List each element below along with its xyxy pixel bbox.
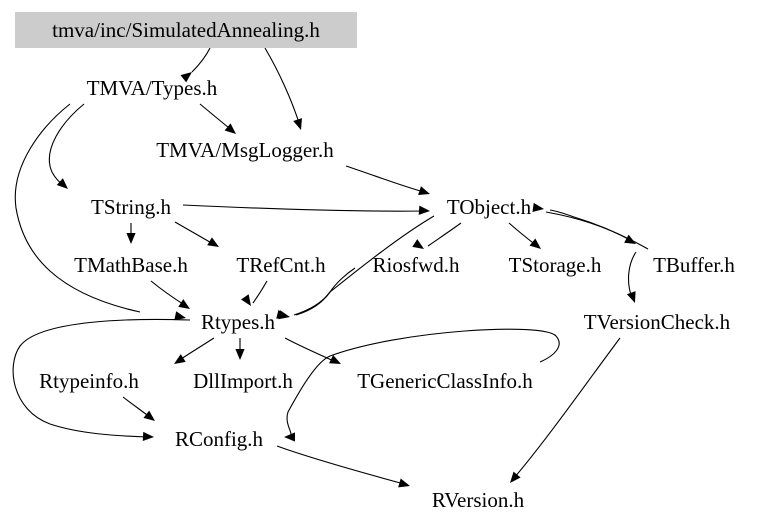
graph-edge-rtypes-to-rtypeinfo [174,337,215,364]
edge-arrowhead-icon [293,118,302,130]
edge-line [545,211,631,241]
edge-line [191,47,211,73]
edge-line [199,103,235,133]
edge-arrowhead-icon [418,205,430,215]
graph-edge-msglogger-to-tobject [345,165,430,195]
edge-line [264,47,301,127]
graph-node-tgenericclassinfo[interactable]: TGenericClassInfo.h [357,368,533,393]
edge-line [284,337,337,363]
graph-node-tstorage[interactable]: TStorage.h [508,252,602,277]
graph-edge-tbuffer-to-tobject [532,202,649,250]
graph-node-trefcnt[interactable]: TRefCnt.h [236,252,326,277]
graph-node-tmathbase[interactable]: TMathBase.h [74,252,188,277]
graph-edge-tversioncheck-to-rversion [510,337,621,483]
graph-edge-rtypes-to-tgenericclassinfo [284,337,341,364]
graph-edge-rtypes-to-dllimport [235,338,245,360]
edge-arrowhead-icon [142,431,154,442]
edge-line [345,165,425,193]
graph-node-rtypeinfo[interactable]: Rtypeinfo.h [39,368,139,393]
graph-edge-tobject-to-tbuffer [545,211,636,244]
edge-arrowhead-icon [207,237,219,247]
edge-line [427,222,462,247]
edge-line [48,103,85,187]
graph-edge-simulatedannealing-to-msglogger [264,47,302,130]
graph-node-rtypes[interactable]: Rtypes.h [200,309,276,334]
edge-line [252,280,268,304]
graph-node-tversioncheck[interactable]: TVersionCheck.h [583,309,731,334]
edge-line [177,337,215,362]
graph-edge-trefcnt-to-rtypes [241,280,268,306]
edge-arrowhead-icon [126,233,136,244]
graph-node-dllimport[interactable]: DllImport.h [193,368,293,393]
graph-node-tstring[interactable]: TString.h [91,194,171,219]
graph-node-rconfig[interactable]: RConfig.h [174,426,264,451]
graph-node-rversion[interactable]: RVersion.h [431,487,525,512]
edge-arrowhead-icon [56,178,68,189]
edge-arrowhead-icon [143,410,155,421]
graph-edge-tstring-to-tobject [182,204,430,215]
edge-arrowhead-icon [284,432,295,442]
edge-arrowhead-icon [624,234,636,244]
edge-line [549,209,649,250]
edge-arrowhead-icon [626,291,636,303]
edge-arrowhead-icon [418,186,430,195]
graph-node-types[interactable]: TMVA/Types.h [86,75,218,100]
graph-node-tobject[interactable]: TObject.h [446,194,532,219]
edge-arrowhead-icon [398,478,410,488]
edge-line [174,221,216,246]
graph-node-tbuffer[interactable]: TBuffer.h [653,252,735,277]
edge-line [150,280,187,307]
edge-line [122,396,152,419]
graph-edge-types-to-tstring [48,103,85,189]
graph-node-simulatedannealing[interactable]: tmva/inc/SimulatedAnnealing.h [15,12,357,48]
edge-line [182,204,425,212]
graph-node-msglogger[interactable]: TMVA/MsgLogger.h [156,137,334,162]
graph-edge-tstring-to-tmathbase [126,223,136,244]
graph-edge-rconfig-to-rversion [276,445,410,488]
graph-edge-rtypeinfo-to-rconfig [122,396,155,421]
graph-edge-types-to-msglogger [199,103,236,134]
edge-line [508,222,538,247]
edge-line [513,337,621,479]
edge-arrowhead-icon [174,311,186,321]
graph-node-riosfwd[interactable]: Riosfwd.h [372,252,460,277]
edge-line [276,445,405,485]
edge-line [627,251,637,299]
edge-arrowhead-icon [235,349,245,360]
graph-edge-tstring-to-trefcnt [174,221,219,247]
graph-edge-tmathbase-to-rtypes [150,280,190,309]
